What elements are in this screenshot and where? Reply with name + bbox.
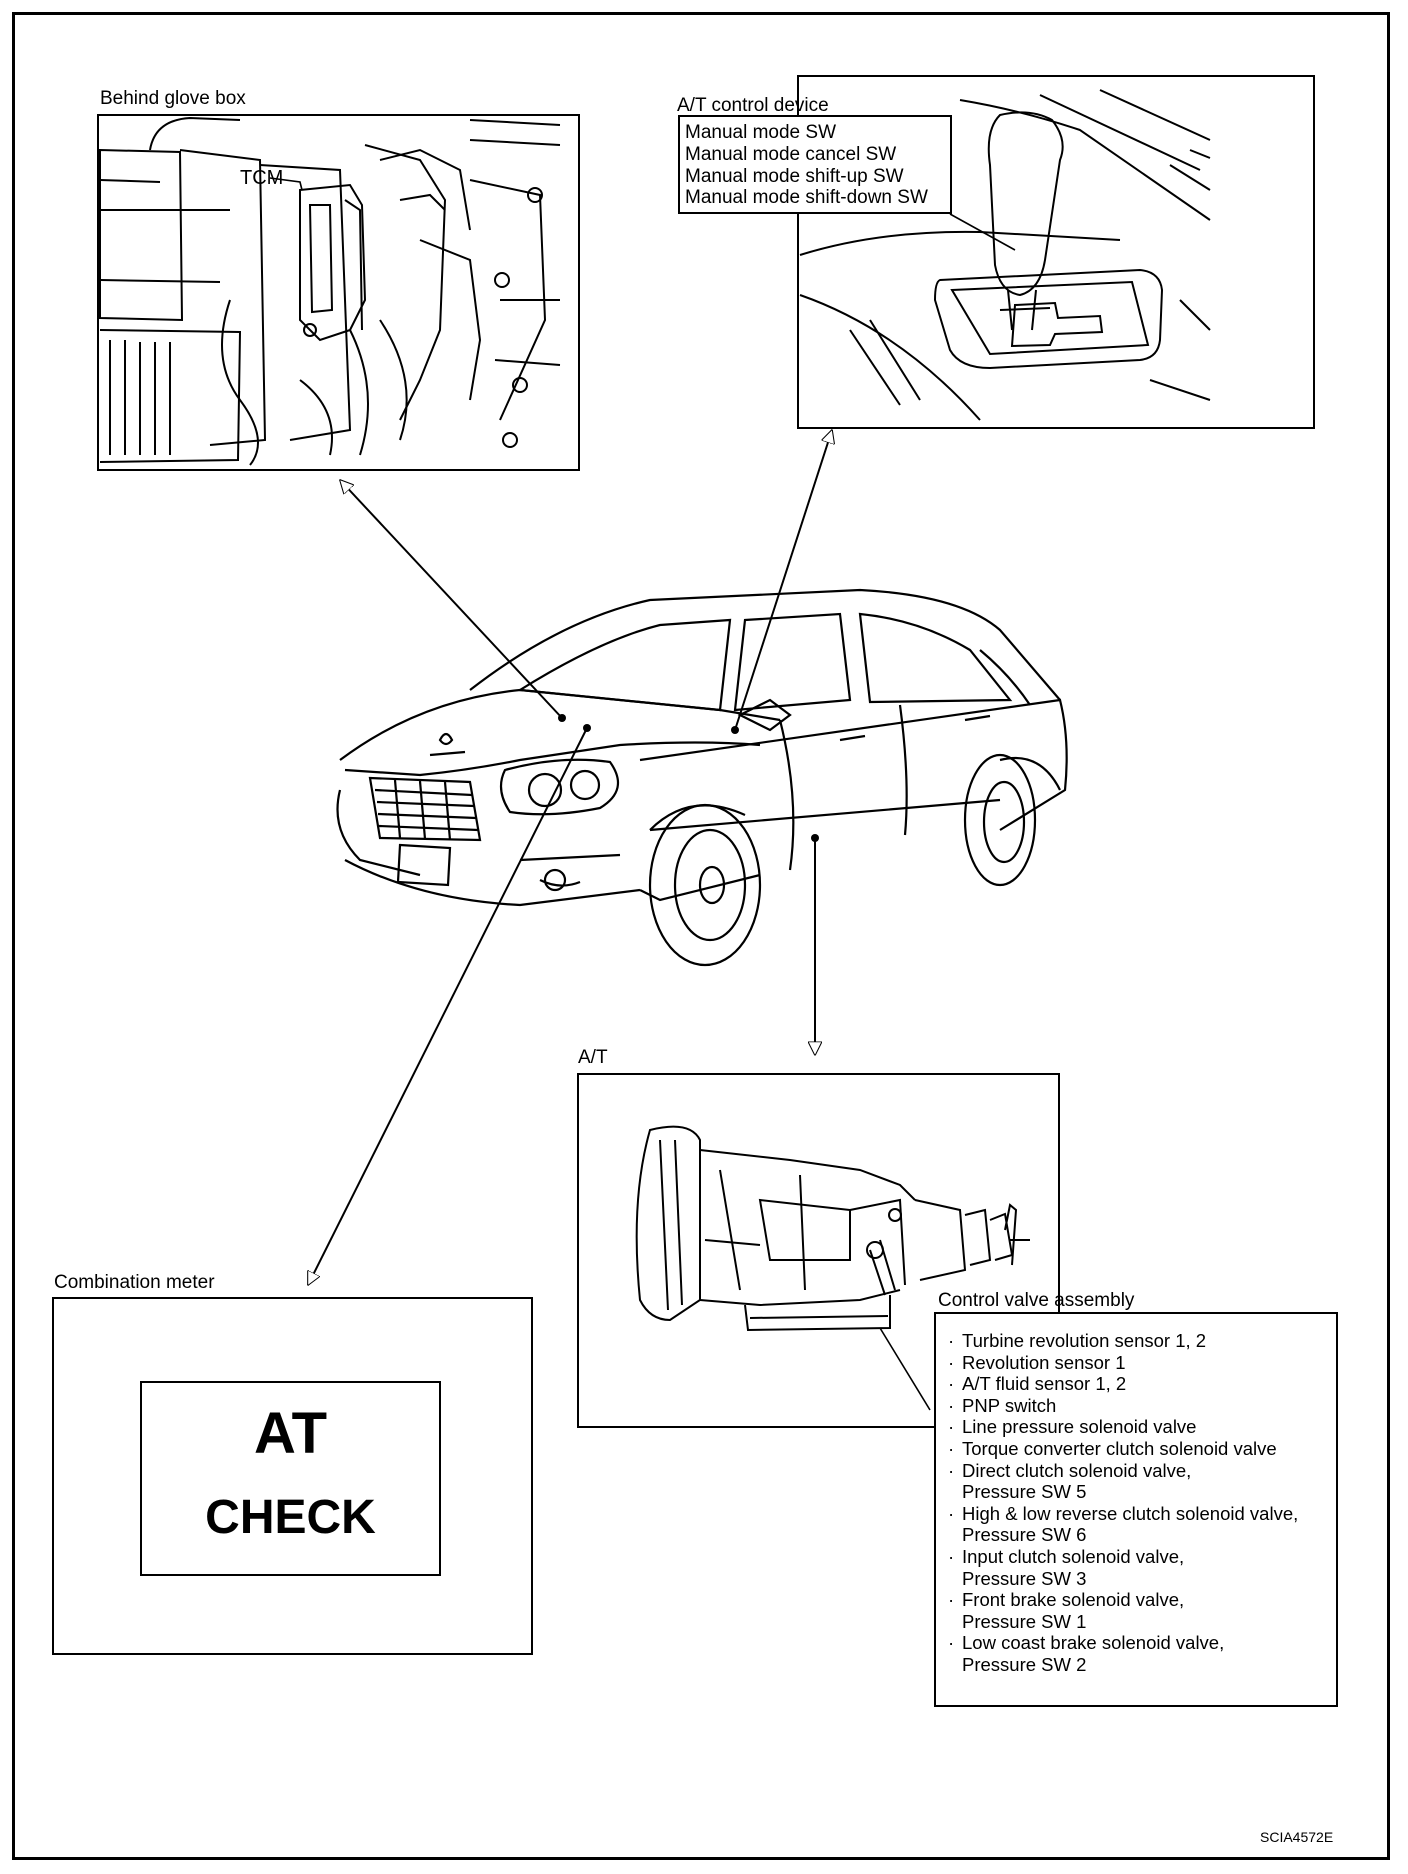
shifter-illustration (799, 89, 1211, 421)
bullet-mark: · (948, 1502, 955, 1524)
control-valve-item-text: Front brake solenoid valve, (962, 1589, 1185, 1611)
bullet-mark: · (948, 1373, 955, 1395)
control-valve-item-continuation: Pressure SW 2 (962, 1653, 1087, 1675)
control-valve-item: · Line pressure solenoid valve (948, 1416, 1298, 1438)
transmission-illustration (635, 1125, 1030, 1332)
control-valve-item: · Torque converter clutch solenoid valve (948, 1438, 1298, 1460)
arrow-to-shifter (734, 430, 832, 731)
connector-arrows (307, 430, 832, 1285)
control-valve-item: · Front brake solenoid valve, (948, 1589, 1298, 1611)
switch-item: Manual mode SW (685, 122, 837, 143)
control-valve-item-text: High & low reverse clutch solenoid valve… (962, 1502, 1299, 1524)
control-valve-item-text: Direct clutch solenoid valve, (962, 1459, 1192, 1481)
figure-code: SCIA4572E (1260, 1829, 1334, 1845)
switch-item: Manual mode shift-up SW (685, 165, 904, 187)
meter-check-text: CHECK (205, 1491, 376, 1544)
car-illustration (336, 588, 1068, 967)
bullet-mark: · (948, 1437, 955, 1459)
arrow-points (558, 714, 819, 842)
glove-box-label: Behind glove box (100, 88, 246, 109)
bullet-mark: · (948, 1632, 955, 1654)
combination-meter-label: Combination meter (54, 1272, 215, 1293)
switch-item: Manual mode shift-down SW (685, 187, 928, 209)
control-valve-item-text: Line pressure solenoid valve (962, 1416, 1197, 1438)
control-valve-list-frame (934, 1312, 1338, 1707)
control-valve-item-continuation: Pressure SW 1 (962, 1610, 1087, 1632)
leader-lines (269, 177, 1016, 1411)
at-control-label: A/T control device (677, 95, 829, 116)
bullet-mark: · (948, 1459, 955, 1481)
control-valve-item-text: PNP switch (962, 1394, 1057, 1416)
control-valve-item: · Input clutch solenoid valve, (948, 1546, 1298, 1568)
arrow-to-combination-meter (307, 727, 588, 1285)
at-check-display (140, 1381, 441, 1576)
at-control-switch-list (678, 115, 952, 214)
combination-meter-frame (52, 1297, 533, 1655)
control-valve-item-text: Low coast brake solenoid valve, (962, 1632, 1225, 1654)
control-valve-item: · A/T fluid sensor 1, 2 (948, 1373, 1298, 1395)
control-valve-item-list: · Turbine revolution sensor 1, 2 · Revoluti… (948, 1330, 1298, 1676)
switch-list-text: Manual mode SW Manual mode cancel SW Man… (685, 122, 928, 209)
bullet-mark: · (948, 1330, 955, 1351)
control-valve-label: Control valve assembly (938, 1290, 1135, 1311)
control-valve-item: · Direct clutch solenoid valve, (948, 1460, 1298, 1482)
control-valve-item-text: Input clutch solenoid valve, (962, 1545, 1185, 1567)
page-frame (12, 12, 1390, 1860)
control-valve-item-text: Revolution sensor 1 (962, 1351, 1126, 1373)
control-valve-item-text: Turbine revolution sensor 1, 2 (962, 1330, 1207, 1351)
bullet-mark: · (948, 1394, 955, 1416)
bullet-mark: · (948, 1416, 955, 1438)
transmission-frame (577, 1073, 1060, 1428)
meter-at-text: AT (253, 1401, 327, 1466)
bullet-mark: · (948, 1351, 955, 1373)
bullet-mark: · (948, 1589, 955, 1611)
arrow-to-glove-box (340, 480, 563, 719)
glove-box-frame (97, 114, 580, 471)
control-valve-item: · Turbine revolution sensor 1, 2 (948, 1330, 1298, 1352)
at-label: A/T (578, 1047, 608, 1068)
control-valve-item-continuation: Pressure SW 6 (962, 1524, 1087, 1546)
control-valve-item: · PNP switch (948, 1395, 1298, 1417)
control-valve-item: · High & low reverse clutch solenoid valv… (948, 1503, 1298, 1525)
bullet-mark: · (948, 1545, 955, 1567)
control-valve-item: · Low coast brake solenoid valve, (948, 1632, 1298, 1654)
control-valve-item-text: A/T fluid sensor 1, 2 (962, 1373, 1127, 1395)
glove-box-illustration (99, 116, 561, 466)
switch-item: Manual mode cancel SW (685, 143, 897, 165)
tcm-label: TCM (240, 167, 284, 189)
at-control-frame (797, 75, 1315, 429)
control-valve-item-continuation: Pressure SW 5 (962, 1481, 1087, 1503)
control-valve-item: · Revolution sensor 1 (948, 1352, 1298, 1374)
control-valve-item-text: Torque converter clutch solenoid valve (962, 1437, 1277, 1459)
control-valve-item-continuation: Pressure SW 3 (962, 1567, 1087, 1589)
